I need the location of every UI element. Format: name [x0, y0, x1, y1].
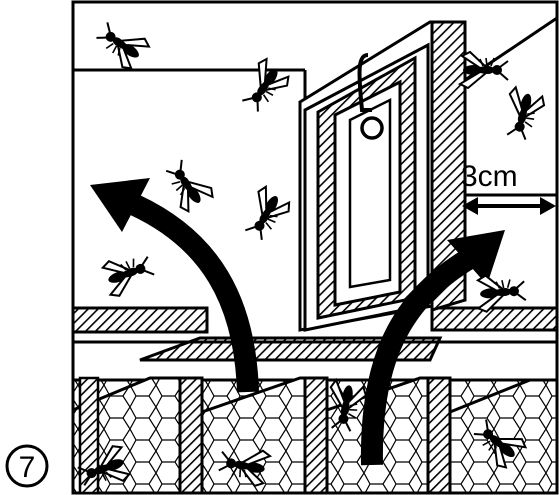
step-number-badge: 7	[7, 446, 47, 486]
measurement-label: 3cm	[461, 160, 518, 193]
step-number: 7	[19, 451, 36, 484]
